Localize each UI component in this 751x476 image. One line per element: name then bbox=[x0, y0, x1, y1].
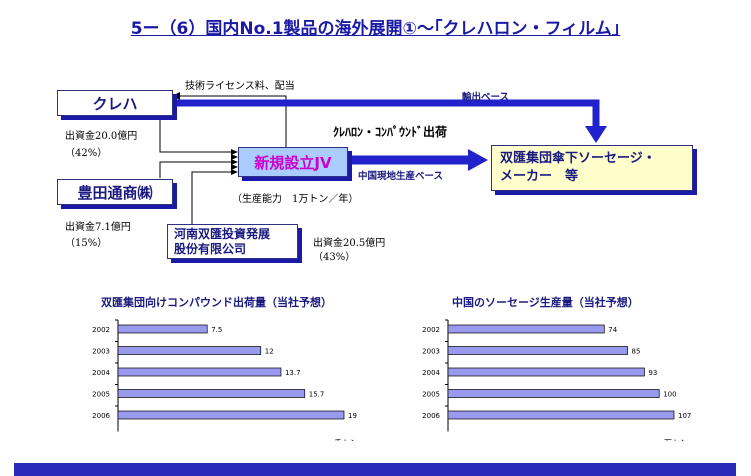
jv-box: 新規設立JV bbox=[238, 147, 348, 177]
chart1-category-label: 2004 bbox=[92, 369, 110, 377]
chart2-bar bbox=[447, 324, 605, 334]
henan-box: 河南双匯投資発展 股份有限公司 bbox=[167, 224, 298, 259]
henan-investment: 出資金20.5億円 bbox=[313, 238, 386, 249]
chart2-category-label: 2002 bbox=[422, 326, 440, 334]
license-line bbox=[180, 95, 287, 150]
chart1-bar bbox=[117, 324, 208, 334]
kureha-box: クレハ bbox=[57, 90, 173, 116]
chart1-value-label: 13.7 bbox=[285, 369, 301, 377]
chart2-category-label: 2005 bbox=[422, 391, 440, 399]
toyota-to-jv-line bbox=[159, 161, 232, 178]
chart1-category-label: 2006 bbox=[92, 412, 110, 420]
chart2-title: 中国のソーセージ生産量（当社予想） bbox=[452, 296, 639, 309]
chart2-bar bbox=[447, 346, 628, 355]
kureha-to-jv-line bbox=[159, 115, 232, 153]
henan-to-jv-line bbox=[191, 171, 232, 226]
chart1-category-label: 2002 bbox=[92, 326, 110, 334]
chart2-value-label: 107 bbox=[678, 412, 691, 420]
license-label: 技術ライセンス料、配当 bbox=[185, 81, 295, 92]
jv-input-arrowhead-4 bbox=[231, 164, 238, 170]
jv-to-customer-arrowhead bbox=[468, 149, 488, 171]
customer-line2: メーカー 等 bbox=[500, 169, 579, 184]
chart2-plot: 2002 74 2003 85 2004 93 2005 100 2006 107 万トン bbox=[422, 319, 691, 442]
toyota-share: （15%） bbox=[65, 238, 108, 249]
china-local-base-label: 中国現地生産ベース bbox=[358, 171, 444, 182]
jv-input-arrowhead-3 bbox=[231, 159, 238, 165]
kureha-share: （42%） bbox=[65, 148, 108, 159]
chart1-value-label: 19 bbox=[348, 412, 357, 420]
chart2-bar bbox=[447, 389, 660, 398]
chart1-bar bbox=[117, 410, 345, 420]
compound-shipment-label: ｸﾚﾊﾛﾝ・ｺﾝﾊﾟｳﾝﾄﾞ出荷 bbox=[333, 125, 448, 139]
chart2-category-label: 2003 bbox=[422, 348, 440, 356]
chart2-bar bbox=[447, 410, 675, 420]
page-title: 5ー（6）国内No.1製品の海外展開①～｢クレハロン・フィルム｣ bbox=[130, 19, 621, 39]
jv-input-arrowhead-5 bbox=[231, 169, 238, 175]
chart2-value-label: 93 bbox=[648, 369, 657, 377]
chart1-bar bbox=[117, 367, 282, 377]
jv-capacity: （生産能力 1万トン／年） bbox=[232, 194, 359, 205]
jv-input-arrowhead-1 bbox=[231, 149, 238, 155]
kureha-name: クレハ bbox=[92, 94, 138, 113]
henan-share: （43%） bbox=[313, 252, 356, 263]
chart1-value-label: 7.5 bbox=[211, 326, 222, 334]
toyota-investment: 出資金7.1億円 bbox=[65, 222, 131, 233]
bottom-bar bbox=[14, 463, 736, 476]
license-arrowhead bbox=[172, 92, 180, 100]
chart1-bar bbox=[117, 346, 262, 355]
jv-name: 新規設立JV bbox=[254, 153, 332, 172]
chart2-value-label: 85 bbox=[632, 348, 641, 356]
jv-input-arrowhead-2 bbox=[231, 154, 238, 160]
henan-name-line1: 河南双匯投資発展 bbox=[174, 226, 271, 241]
chart2-bar bbox=[447, 367, 645, 377]
chart1-category-label: 2005 bbox=[92, 391, 110, 399]
chart1-bar bbox=[117, 389, 306, 398]
chart1-plot: 2002 7.5 2003 12 2004 13.7 2005 15.7 2006 19 千トン bbox=[92, 319, 358, 442]
chart2-value-label: 100 bbox=[663, 391, 676, 399]
chart1-value-label: 15.7 bbox=[309, 391, 325, 399]
customer-box: 双匯集団傘下ソーセージ・ メーカー 等 bbox=[491, 145, 693, 191]
export-base-label: 輸出ベース bbox=[462, 92, 510, 103]
chart2-category-label: 2004 bbox=[422, 369, 440, 377]
chart2-unit-label: 万トン bbox=[664, 439, 688, 442]
chart1-title: 双匯集団向けコンパウンド出荷量（当社予想） bbox=[101, 296, 332, 309]
chart1-unit-label: 千トン bbox=[334, 438, 358, 442]
chart1-value-label: 12 bbox=[265, 348, 274, 356]
kureha-investment: 出資金20.0億円 bbox=[65, 131, 138, 142]
customer-line1: 双匯集団傘下ソーセージ・ bbox=[500, 151, 656, 166]
chart2-category-label: 2006 bbox=[422, 412, 440, 420]
toyota-name: 豊田通商㈱ bbox=[77, 183, 153, 202]
export-arrowhead bbox=[585, 126, 607, 143]
toyota-box: 豊田通商㈱ bbox=[57, 179, 173, 205]
henan-name-line2: 股份有限公司 bbox=[174, 241, 247, 256]
chart1-category-label: 2003 bbox=[92, 348, 110, 356]
chart2-value-label: 74 bbox=[608, 326, 617, 334]
export-arrow bbox=[176, 99, 600, 130]
